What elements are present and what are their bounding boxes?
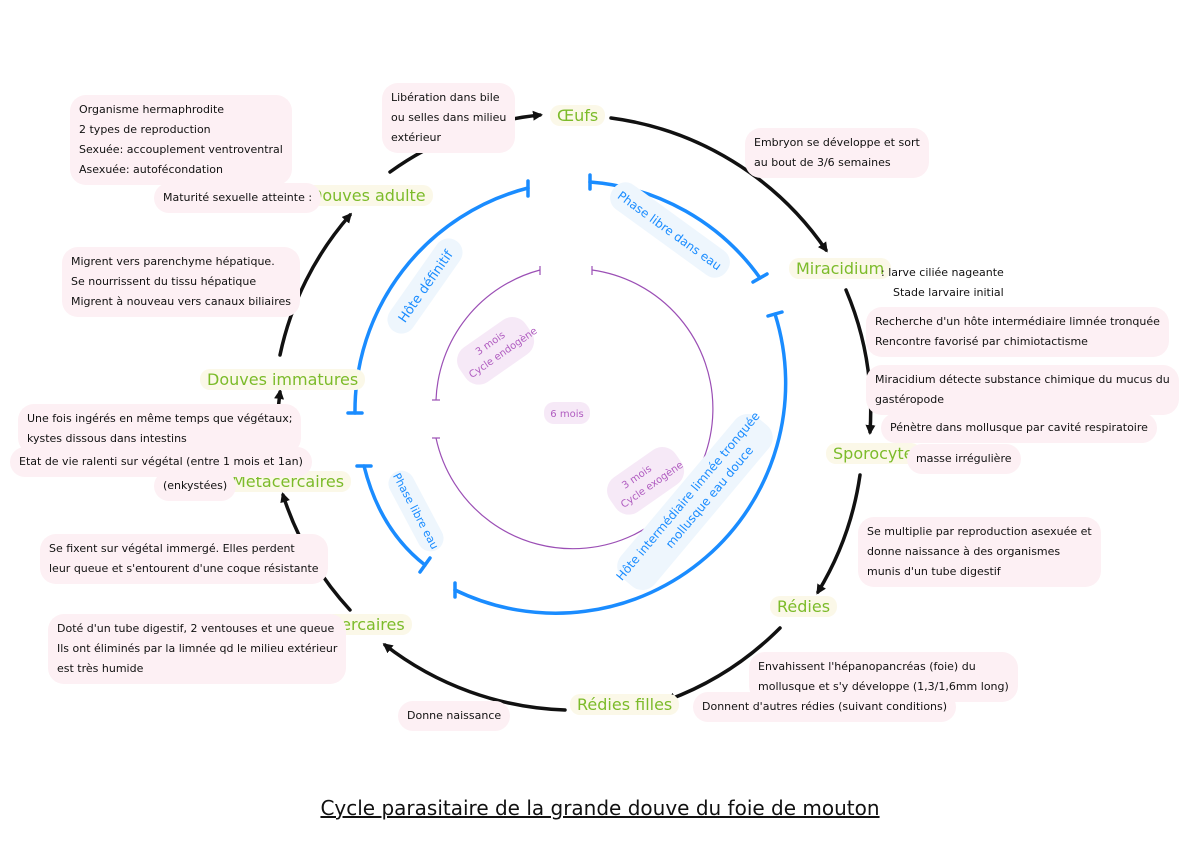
note-line: Donnent d'autres rédies (suivant conditi…	[702, 700, 948, 713]
arc-phase-libre-haut	[588, 180, 762, 280]
note-line: Rencontre favorisé par chimiotactisme	[875, 335, 1088, 348]
note-line: Etat de vie ralenti sur végétal (entre 1…	[19, 455, 303, 468]
arc-phase-libre-bas	[362, 464, 427, 567]
note-line: Migrent vers parenchyme hépatique.	[71, 255, 275, 268]
note-line: munis d'un tube digestif	[867, 565, 1001, 578]
note-organisme: Organisme hermaphrodite 2 types de repro…	[70, 95, 292, 185]
note-line: : larve ciliée nageante	[881, 266, 1004, 279]
note-line: 2 types de reproduction	[79, 123, 211, 136]
note-line: Sexuée: accouplement ventroventral	[79, 143, 283, 156]
note-masse: masse irrégulière	[907, 444, 1021, 474]
note-fixent: Se fixent sur végétal immergé. Elles per…	[40, 534, 328, 584]
note-maturite: Maturité sexuelle atteinte :	[154, 183, 322, 213]
note-line: Doté d'un tube digestif, 2 ventouses et …	[57, 622, 335, 635]
note-line: est très humide	[57, 662, 144, 675]
note-line: Se fixent sur végétal immergé. Elles per…	[49, 542, 295, 555]
arrow-miracidium-to-sporocyte	[844, 288, 876, 435]
note-line: Stade larvaire initial	[893, 286, 1004, 299]
note-liberation: Libération dans bile ou selles dans mili…	[382, 83, 516, 153]
note-line: au bout de 3/6 semaines	[754, 156, 891, 169]
inner-arc-endogene	[435, 269, 541, 401]
note-line: Libération dans bile	[391, 91, 500, 104]
note-line: Recherche d'un hôte intermédiaire limnée…	[875, 315, 1160, 328]
phase-labels: Phase libre dans eau Hôte définitif Hôte…	[387, 182, 773, 591]
note-line: Organisme hermaphrodite	[79, 103, 225, 116]
note-line: leur queue et s'entourent d'une coque ré…	[49, 562, 319, 575]
note-penetre: Pénètre dans mollusque par cavité respir…	[881, 413, 1157, 443]
arc-hote-definitif	[353, 186, 530, 415]
note-line: Ils ont éliminés par la limnée qd le mil…	[57, 642, 338, 655]
label-hote-definitif: Hôte définitif	[396, 248, 457, 326]
note-line: kystes dissous dans intestins	[27, 432, 187, 445]
note-line: Asexuée: autofécondation	[79, 163, 223, 176]
stage-sporocyte: Sporocyte	[826, 443, 921, 464]
note-line: Une fois ingérés en même temps que végét…	[27, 412, 293, 425]
note-donne-naissance: Donne naissance	[398, 701, 511, 731]
note-line: Se nourrissent du tissu hépatique	[71, 275, 257, 288]
phase-arcs	[346, 173, 788, 615]
note-dote: Doté d'un tube digestif, 2 ventouses et …	[48, 614, 347, 684]
note-line: donne naissance à des organismes	[867, 545, 1061, 558]
note-enkystees: (enkystées)	[154, 471, 237, 501]
stage-redies: Rédies	[770, 596, 838, 617]
note-line: Maturité sexuelle atteinte :	[163, 191, 313, 204]
note-line: Pénètre dans mollusque par cavité respir…	[890, 421, 1148, 434]
note-line: masse irrégulière	[916, 452, 1012, 465]
note-recherche: Recherche d'un hôte intermédiaire limnée…	[866, 307, 1169, 357]
inner-labels: 3 mois Cycle endogène 6 mois 3 mois Cycl…	[457, 316, 685, 515]
note-detecte: Miracidium détecte substance chimique du…	[866, 365, 1179, 415]
note-embryon: Embryon se développe et sort au bout de …	[745, 128, 929, 178]
page-title: Cycle parasitaire de la grande douve du …	[320, 796, 880, 820]
stage-redies-filles: Rédies filles	[570, 694, 680, 715]
arrow-redies-to-rediesfilles	[665, 626, 782, 703]
label-total-duree: 6 mois	[550, 409, 583, 420]
stage-douves-adulte: Douves adulte	[303, 185, 433, 206]
note-line: Donne naissance	[407, 709, 502, 722]
note-line: Miracidium détecte substance chimique du…	[875, 373, 1170, 386]
arrow-immatures-to-adulte	[278, 212, 352, 357]
arrow-sporocyte-to-redies	[816, 473, 862, 595]
note-donnent: Donnent d'autres rédies (suivant conditi…	[693, 692, 957, 722]
note-line: extérieur	[391, 131, 442, 144]
note-line: Envahissent l'hépanopancréas (foie) du	[758, 660, 976, 673]
note-line: ou selles dans milieu	[391, 111, 507, 124]
note-line: Migrent à nouveau vers canaux biliaires	[71, 295, 291, 308]
note-line: Embryon se développe et sort	[754, 136, 920, 149]
note-ingeres: Une fois ingérés en même temps que végét…	[18, 404, 302, 454]
stage-douves-immatures: Douves immatures	[200, 369, 366, 390]
note-larve: : larve ciliée nageante Stade larvaire i…	[872, 258, 1013, 308]
note-line: gastéropode	[875, 393, 945, 406]
arc-hote-intermediaire	[453, 312, 788, 615]
stage-oeufs: Œufs	[550, 105, 606, 126]
arrow-rediesfilles-to-cercaires	[382, 643, 567, 712]
arrow-oeufs-to-miracidium	[609, 116, 828, 253]
note-line: (enkystées)	[163, 479, 228, 492]
note-line: Se multiplie par reproduction asexuée et	[867, 525, 1092, 538]
stage-miracidium: Miracidium	[789, 258, 892, 279]
note-migrent: Migrent vers parenchyme hépatique. Se no…	[62, 247, 300, 317]
note-line: mollusque et s'y développe (1,3/1,6mm lo…	[758, 680, 1009, 693]
note-multiplie: Se multiplie par reproduction asexuée et…	[858, 517, 1101, 587]
